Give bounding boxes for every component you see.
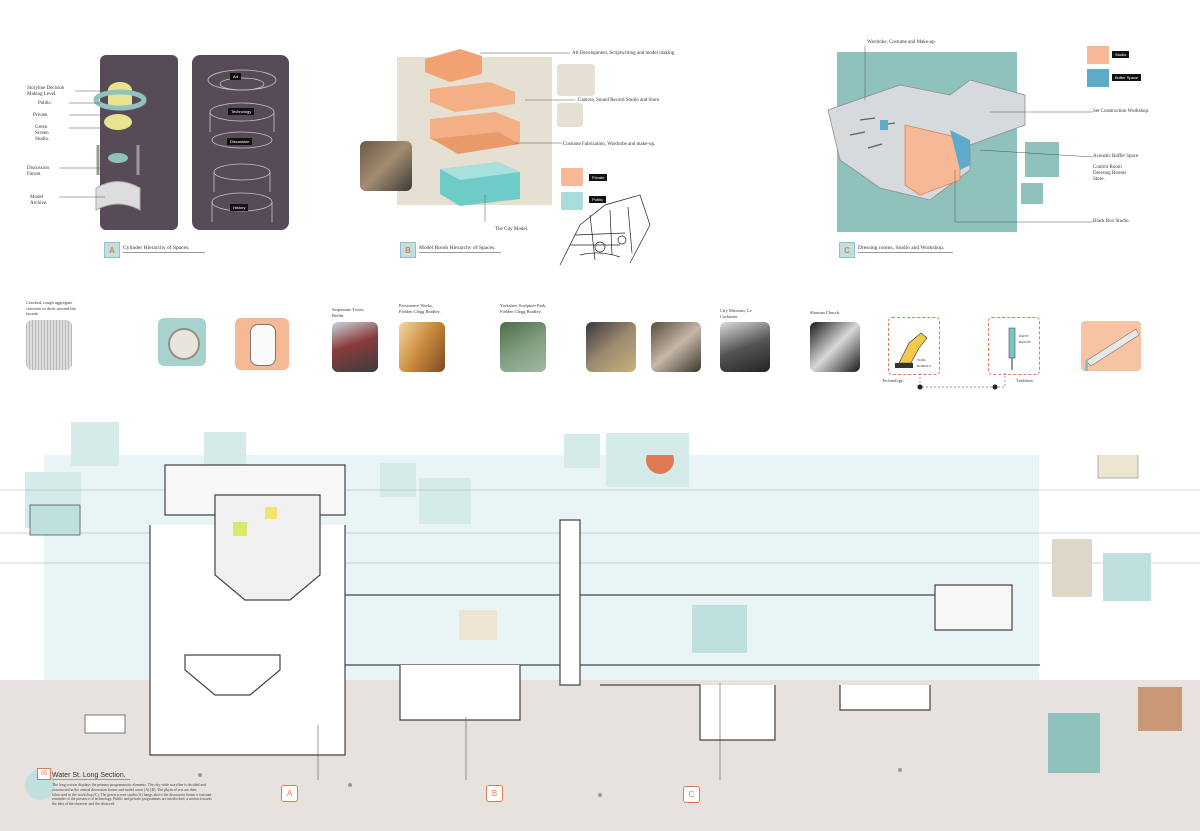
- ref-ysp-label: Yorkshire Sculpture Park, Fielden Clegg …: [500, 303, 547, 314]
- section-square-3: [564, 434, 600, 468]
- model-room-exploded-diagram: [425, 49, 520, 206]
- label-control-room: Control Room Dressing Rooms Store.: [1093, 165, 1127, 182]
- section-square-5: [380, 463, 416, 497]
- panel-c-leader-lines: [864, 46, 1094, 223]
- tag-technology: Technology: [228, 108, 255, 115]
- section-number: 05: [37, 768, 51, 780]
- section-title: Water St. Long Section.: [52, 772, 130, 780]
- legend-buffer-label: Buffer Space: [1112, 74, 1142, 81]
- panel-b-caption: Model Room Hierarchy of Spaces.: [419, 245, 501, 253]
- section-square-1: [71, 422, 119, 466]
- legend-studio-swatch: [1087, 46, 1109, 64]
- ref-technology-sketch: TOOL ROBOTS: [888, 317, 940, 375]
- label-public: Public.: [38, 101, 53, 106]
- cylinder-exploded-diagram: [93, 82, 147, 211]
- studio-workshop-axonometric: [827, 79, 1026, 201]
- ref-city-museum-photo: [720, 322, 770, 372]
- legend-private-swatch: [561, 168, 583, 186]
- panel-b-square-2: [557, 103, 583, 127]
- tag-discussion: Discussion: [227, 138, 253, 145]
- ref-church-label: Shotoan Church.: [810, 310, 841, 315]
- panel-c-square-1: [1025, 142, 1059, 177]
- ref-cylinder-model: [158, 318, 206, 366]
- concrete-texture: [26, 320, 72, 370]
- ref-church-photo: [810, 322, 860, 372]
- label-wardrobe: Wardrobe, Costume and Make-up.: [867, 40, 936, 45]
- legend-public-label: Public: [589, 196, 606, 203]
- section-marker-c: C: [683, 786, 700, 803]
- label-acoustic-buffer: Acoustic Buffer Space: [1093, 154, 1139, 159]
- label-model-archive: Model Archive.: [30, 195, 48, 206]
- panel-c-caption: Dressing rooms, Studio and Workshop.: [858, 245, 953, 253]
- ref-persistence-photo: [399, 322, 445, 372]
- section-marker-a: A: [281, 785, 298, 802]
- panel-b-photo: [360, 141, 412, 191]
- label-private: Private.: [33, 113, 49, 118]
- legend-public-swatch: [561, 192, 583, 210]
- panel-b-badge: B: [400, 242, 416, 258]
- label-green-screen: Green Screen Studio.: [35, 125, 50, 142]
- label-costume: Costume Fabrication, Wardrobe and make-u…: [563, 142, 656, 147]
- panel-a-badge: A: [104, 242, 120, 258]
- label-storyline: Storyline Decision Making Level.: [27, 86, 65, 97]
- panel-c-square-2: [1021, 183, 1043, 204]
- ref-serpentine-photo: [332, 322, 378, 372]
- panel-a-caption: Cylinder Hierarchy of Spaces.: [123, 245, 205, 253]
- tag-history: History: [230, 204, 249, 211]
- label-set-construction: Set Construction Workshop.: [1093, 109, 1150, 114]
- label-discussion-forum: Discussion Forum.: [27, 166, 49, 177]
- section-square-6: [419, 478, 471, 524]
- tradition-label: Tradition.: [1016, 378, 1034, 383]
- ref-city-museum-label: City Museum, Le Corbusier: [720, 308, 752, 319]
- ref-ysp-photo: [500, 322, 546, 372]
- technology-label: Technology.: [882, 378, 905, 383]
- concrete-note: Cracked, rough aggregate concrete to dec…: [26, 300, 76, 316]
- legend-studio-label: Studio: [1112, 51, 1130, 58]
- ref-gutter-detail: [1081, 321, 1141, 371]
- ref-photo-interior-2: [651, 322, 701, 372]
- ref-photo-interior-1: [586, 322, 636, 372]
- label-camera-sound: Camera, Sound Record Studio and Store.: [578, 98, 661, 103]
- section-marker-b: B: [486, 785, 503, 802]
- panel-b-leader-lines: [480, 52, 575, 222]
- tag-art: Art: [230, 73, 242, 80]
- tool-robots-note: TOOL ROBOTS: [917, 358, 931, 368]
- cylinder-wireframe-diagram: [207, 69, 277, 222]
- panel-a-leader-lines: [59, 90, 107, 198]
- technology-tradition-link: [917, 373, 1006, 390]
- ref-cylinder-section: [235, 318, 289, 370]
- ref-persistence-label: Persistence Works, Fielden Clegg Bradley…: [399, 303, 441, 314]
- panel-b-square-1: [557, 64, 595, 96]
- label-black-box: Black Box Studio.: [1093, 219, 1130, 224]
- ref-tradition-sketch: PAINT BRUSH: [988, 317, 1040, 375]
- label-art-development: Art Development, Scriptwriting and model…: [572, 51, 675, 56]
- ref-serpentine-label: Serpentine Tower, Berlin.: [332, 307, 365, 318]
- panel-c-badge: C: [839, 242, 855, 258]
- section-description: The long section displays the primary pr…: [52, 783, 212, 807]
- section-drawing: [0, 455, 1200, 797]
- legend-private-label: Private: [589, 174, 608, 181]
- legend-buffer-swatch: [1087, 69, 1109, 87]
- label-city-model: The City Model.: [495, 227, 529, 232]
- paint-brush-note: PAINT BRUSH: [1019, 334, 1031, 344]
- panel-b-sketch: [559, 194, 651, 266]
